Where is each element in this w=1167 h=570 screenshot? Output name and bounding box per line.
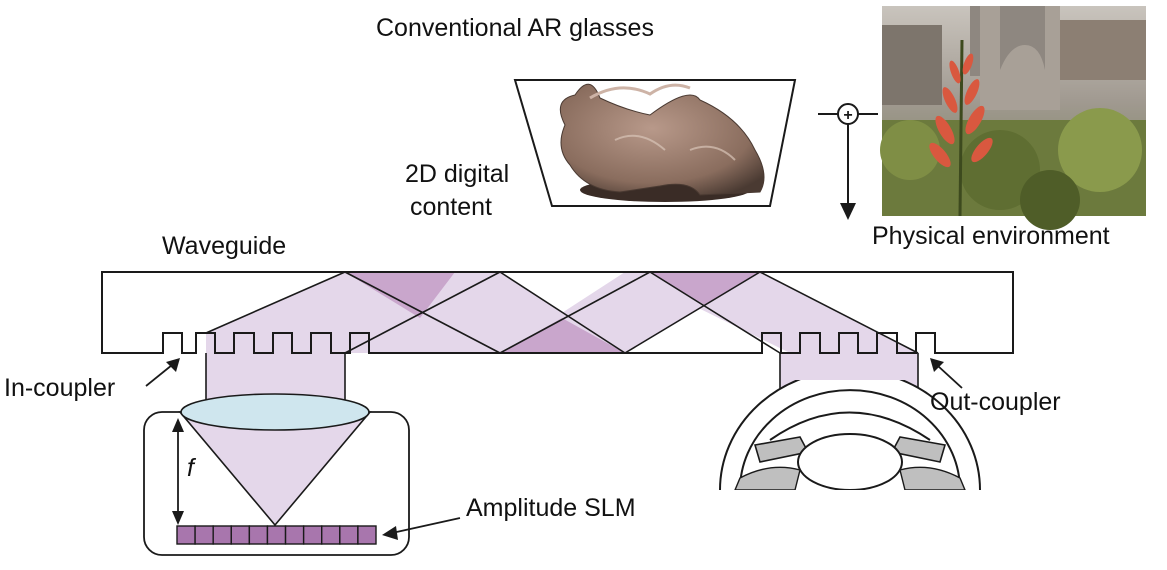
slm-pixel bbox=[321, 525, 341, 545]
combine-symbol: + bbox=[843, 107, 852, 124]
slm-pixel bbox=[266, 525, 287, 545]
slm-pixel bbox=[339, 525, 359, 545]
circled-plus-icon bbox=[837, 103, 859, 125]
beam-overlap bbox=[650, 272, 760, 305]
bunny-render bbox=[559, 83, 765, 202]
combine-operator: + bbox=[818, 103, 878, 220]
label-physical-environment: Physical environment bbox=[872, 222, 1110, 250]
incoupler-beam bbox=[206, 353, 345, 405]
cornea bbox=[769, 411, 931, 441]
slm-pixel bbox=[302, 525, 323, 545]
slm-pixel bbox=[176, 525, 196, 545]
slm-pixel bbox=[194, 525, 214, 545]
beam-overlap bbox=[345, 272, 455, 318]
ciliary-right bbox=[899, 466, 966, 490]
slm-pixel bbox=[357, 525, 377, 545]
crystalline-lens bbox=[797, 433, 903, 490]
sclera-inner bbox=[739, 389, 961, 490]
beam-overlap bbox=[500, 318, 625, 353]
focal-length-arrow bbox=[172, 418, 184, 525]
label-digital-content-2: content bbox=[410, 193, 493, 221]
slm-pixel bbox=[230, 525, 251, 545]
label-out-coupler: Out-coupler bbox=[930, 388, 1061, 416]
waveguide-slab bbox=[101, 271, 1014, 354]
slm-pixel bbox=[212, 525, 232, 545]
slm-pixel bbox=[284, 525, 305, 545]
plant-photo bbox=[880, 6, 1146, 230]
slm-pixel bbox=[248, 525, 269, 545]
lens bbox=[180, 393, 370, 431]
label-amplitude-slm: Amplitude SLM bbox=[466, 494, 636, 522]
label-in-coupler: In-coupler bbox=[4, 374, 116, 402]
label-waveguide: Waveguide bbox=[162, 232, 287, 260]
incoupler-arrow bbox=[145, 358, 180, 387]
eye bbox=[719, 380, 981, 490]
slm-pointer-arrow bbox=[382, 517, 461, 540]
amplitude-slm bbox=[176, 525, 377, 545]
label-digital-content-1: 2D digital bbox=[405, 160, 510, 188]
ciliary-left bbox=[734, 466, 801, 490]
title-conventional-ar: Conventional AR glasses bbox=[376, 14, 654, 42]
label-focal-length: f bbox=[187, 454, 194, 482]
ray-lines bbox=[205, 271, 919, 440]
outcoupler-arrow bbox=[930, 358, 963, 389]
